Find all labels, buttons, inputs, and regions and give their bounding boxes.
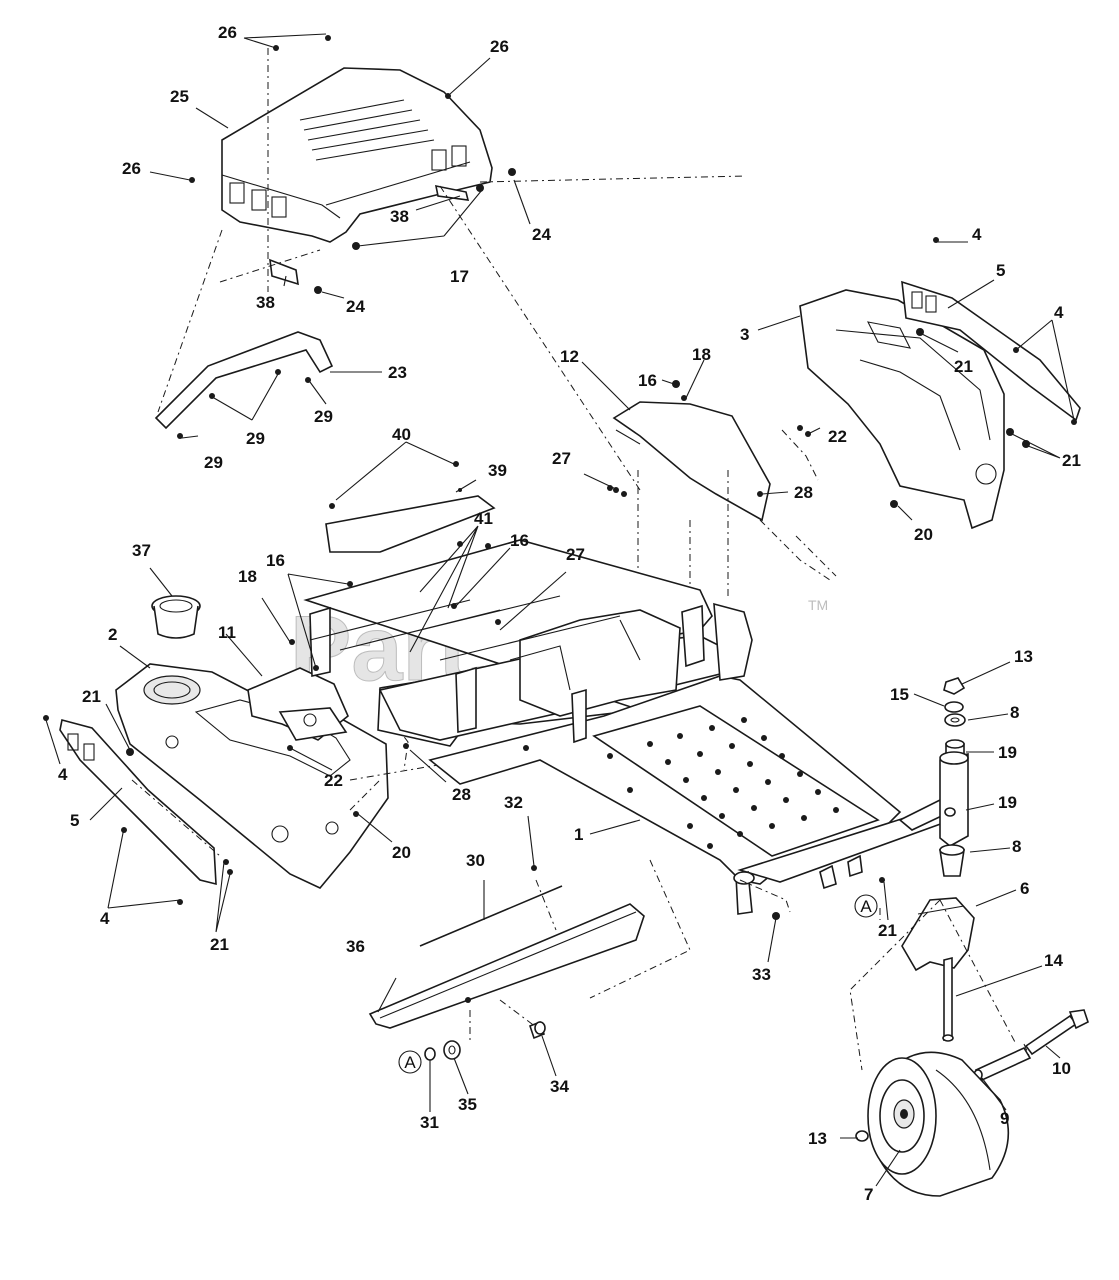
part-9-spacer	[973, 1046, 1032, 1082]
part-37-cup	[151, 595, 201, 639]
callout-label: 30	[466, 851, 485, 870]
callout-label: 26	[122, 159, 141, 178]
callout-label: 13	[1014, 647, 1033, 666]
callout-label: 11	[218, 623, 236, 642]
part-31-35-hardware	[424, 1040, 461, 1061]
callout-label: 29	[314, 407, 333, 426]
callout-label: 4	[100, 909, 110, 928]
callout-label: 18	[238, 567, 257, 586]
callout-label: 28	[794, 483, 813, 502]
leader-lines	[45, 33, 1075, 1187]
callout-label: 41	[474, 509, 493, 528]
callout-label: 20	[392, 843, 411, 862]
callout-label: 16	[266, 551, 285, 570]
callout-label: 31	[420, 1113, 439, 1132]
callout-label: 21	[878, 921, 897, 940]
part-10-axle-bolt	[1024, 1009, 1089, 1056]
callout-label: 29	[246, 429, 265, 448]
callout-label: 18	[692, 345, 711, 364]
part-30-rod	[419, 885, 563, 947]
callout-label: 7	[864, 1185, 873, 1204]
callout-label: 4	[58, 765, 68, 784]
callout-label: 8	[1012, 837, 1021, 856]
part-1-frame	[303, 539, 952, 915]
reference-marker-a: A	[854, 894, 878, 918]
callout-label: 27	[566, 545, 585, 564]
callout-label: 9	[1000, 1109, 1009, 1128]
callout-label: 21	[82, 687, 101, 706]
callout-label: 16	[638, 371, 657, 390]
callout-label: 32	[504, 793, 523, 812]
reference-marker-a-front: A	[398, 1050, 422, 1074]
callout-label: 21	[954, 357, 973, 376]
callout-label: 24	[532, 225, 551, 244]
callout-label: 38	[256, 293, 275, 312]
callout-label: 16	[510, 531, 529, 550]
callout-label: 21	[210, 935, 229, 954]
callout-label: 36	[346, 937, 365, 956]
callout-label: 23	[388, 363, 407, 382]
callout-label: 33	[752, 965, 771, 984]
callout-label: 29	[204, 453, 223, 472]
callout-label: 40	[392, 425, 411, 444]
callout-label: 21	[1062, 451, 1081, 470]
callout-label: 26	[218, 23, 237, 42]
callout-label: 17	[450, 267, 469, 286]
callout-labels: 26 26 25 26 38 24 17 38 24 23 29 29 29 4…	[58, 23, 1081, 1204]
part-13-nut	[855, 1130, 869, 1142]
part-25-cover	[221, 67, 493, 243]
callout-label: 4	[1054, 303, 1064, 322]
callout-label: 24	[346, 297, 365, 316]
callout-label: 27	[552, 449, 571, 468]
callout-label: 3	[740, 325, 749, 344]
callout-label: 19	[998, 743, 1017, 762]
part-14-spindle	[942, 956, 954, 1042]
callout-label: 13	[808, 1129, 827, 1148]
callout-label: 22	[324, 771, 343, 790]
callout-label: 5	[996, 261, 1005, 280]
callout-label: 14	[1044, 951, 1063, 970]
callout-label: 8	[1010, 703, 1019, 722]
part-23-bracket	[154, 331, 334, 430]
callout-label: 1	[574, 825, 583, 844]
callout-label: 20	[914, 525, 933, 544]
callout-label: 26	[490, 37, 509, 56]
part-11-plate	[247, 667, 349, 741]
callout-label: 10	[1052, 1059, 1071, 1078]
callout-label: 19	[998, 793, 1017, 812]
floor-holes	[607, 717, 839, 849]
watermark-trademark: TM	[808, 597, 828, 613]
callout-label: 15	[890, 685, 909, 704]
part-7-wheel	[867, 1051, 1010, 1197]
callout-label: 28	[452, 785, 471, 804]
callout-label: 2	[108, 625, 117, 644]
reference-marker-label: A	[404, 1053, 416, 1072]
part-34-bolt	[529, 1020, 546, 1040]
part-6-caster-fork	[901, 897, 975, 972]
caster-hardware-stack	[939, 677, 969, 877]
callout-label: 22	[828, 427, 847, 446]
callout-label: 12	[560, 347, 579, 366]
part-12-plate	[612, 401, 771, 522]
callout-label: 39	[488, 461, 507, 480]
part-5-left-panel	[59, 719, 217, 886]
callout-label: 6	[1020, 879, 1029, 898]
callout-label: 4	[972, 225, 982, 244]
callout-label: 25	[170, 87, 189, 106]
callout-label: 35	[458, 1095, 477, 1114]
callout-label: 5	[70, 811, 79, 830]
part-36-front-plate	[368, 903, 645, 1029]
callout-label: 34	[550, 1077, 569, 1096]
reference-marker-label: A	[860, 897, 872, 916]
callout-label: 38	[390, 207, 409, 226]
callout-label: 37	[132, 541, 151, 560]
